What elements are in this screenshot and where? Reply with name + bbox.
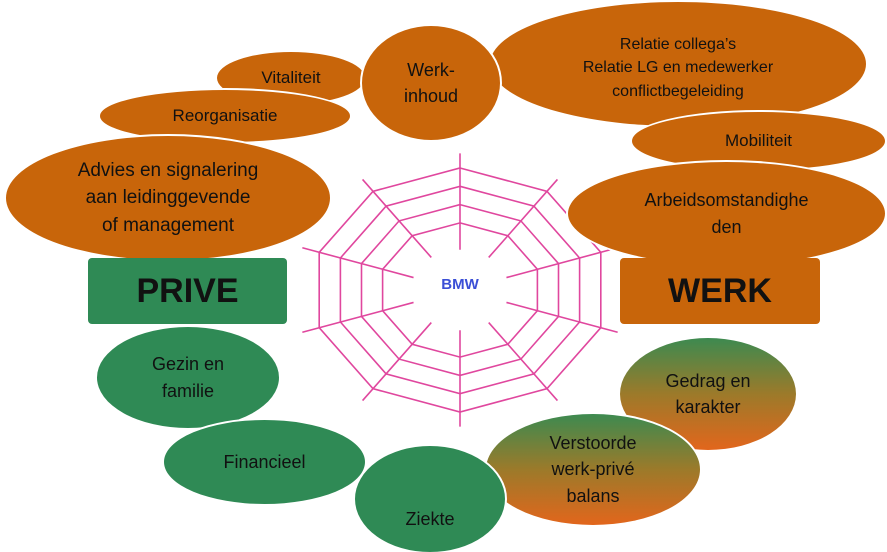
web-spoke (302, 301, 414, 333)
web-spoke (302, 247, 414, 279)
advies-ellipse: Advies en signalering aan leidinggevende… (4, 134, 332, 262)
web-spoke (488, 322, 559, 402)
financieel-ellipse: Financieel (162, 418, 367, 506)
web-spoke (361, 322, 432, 402)
relatie-ellipse: Relatie collega’s Relatie LG en medewerk… (488, 0, 868, 128)
reorganisatie-ellipse: Reorganisatie (98, 88, 352, 144)
web-spoke (488, 178, 559, 258)
mobiliteit-ellipse: Mobiliteit (630, 110, 887, 172)
gezin-familie-ellipse: Gezin en familie (95, 325, 281, 430)
bmw-label: BMW (441, 276, 479, 293)
ziekte-circle: Ziekte (353, 444, 507, 552)
verstoorde-balans-ellipse: Verstoorde werk-privé balans (484, 412, 702, 527)
arbeidsomstandigheden-ellipse: Arbeidsomstandighe den (566, 160, 887, 267)
web-spoke (506, 301, 618, 333)
web-spoke (506, 247, 618, 279)
web-spoke (361, 178, 432, 258)
werk-box: WERK (620, 258, 820, 324)
werkinhoud-circle: Werk- inhoud (360, 24, 502, 142)
prive-box: PRIVE (88, 258, 287, 324)
